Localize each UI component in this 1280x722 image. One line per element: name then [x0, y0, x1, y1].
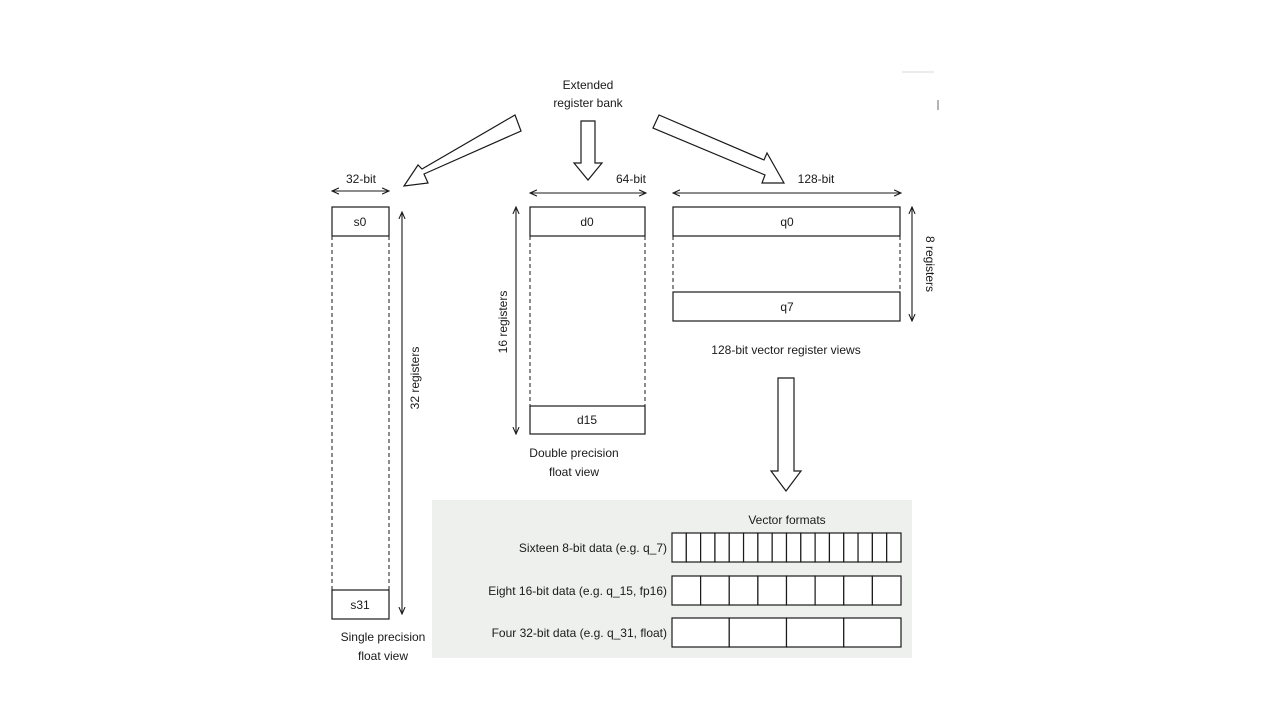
register-s0-label: s0 [354, 215, 367, 229]
format-cell [757, 575, 788, 606]
format-cell [671, 532, 687, 563]
format-cell [700, 575, 730, 606]
register-d15-label: d15 [577, 413, 597, 427]
double-caption-line1: Double precision [529, 446, 618, 460]
vector-caption: 128-bit vector register views [711, 343, 860, 357]
arrow-to-single-view [402, 114, 522, 187]
format-cell [671, 575, 702, 606]
register-s31-box [331, 589, 390, 620]
format-cell [857, 532, 873, 563]
vector-count-label: 8 registers [923, 236, 937, 292]
register-q7-box [672, 291, 901, 322]
format-cell [671, 617, 730, 648]
arrow-to-double-view [572, 120, 604, 181]
register-s0-box [331, 206, 390, 237]
source-title-line1: Extended [563, 78, 614, 92]
register-q7-label: q7 [780, 300, 794, 314]
format-cell [843, 532, 859, 563]
format-cell [886, 532, 902, 563]
format-cell [814, 575, 845, 606]
format-label-8bit: Sixteen 8-bit data (e.g. q_7) [519, 541, 667, 555]
register-s31-label: s31 [350, 598, 370, 612]
single-width-label: 32-bit [346, 172, 377, 186]
format-cell [828, 532, 845, 563]
arrow-to-vector-formats [769, 377, 803, 492]
arrow-to-vector-view [652, 114, 786, 184]
format-cell [757, 532, 773, 563]
single-count-label: 32 registers [408, 347, 422, 410]
format-cell [843, 617, 902, 648]
format-cell [700, 532, 716, 563]
source-title-line2: register bank [553, 96, 623, 110]
format-cell [814, 532, 831, 563]
double-caption-line2: float view [549, 465, 599, 479]
format-row-32bit [671, 617, 902, 648]
format-row-16bit [671, 575, 902, 606]
format-cell [728, 575, 759, 606]
format-cell [800, 532, 816, 563]
format-cell [742, 532, 759, 563]
format-cell [785, 575, 816, 606]
format-cell [843, 575, 873, 606]
vector-width-label: 128-bit [798, 172, 835, 186]
format-cell [785, 532, 802, 563]
format-cell [728, 617, 788, 648]
double-width-label: 64-bit [616, 172, 647, 186]
double-count-label: 16 registers [496, 291, 510, 354]
single-caption-line1: Single precision [341, 630, 426, 644]
register-d0-label: d0 [580, 215, 594, 229]
format-cell [871, 532, 888, 563]
format-cell [785, 617, 845, 648]
single-caption-line2: float view [358, 649, 408, 663]
register-q0-box [672, 206, 901, 237]
format-cell [728, 532, 745, 563]
vector-formats-title: Vector formats [748, 513, 825, 527]
register-d15-box [529, 405, 646, 435]
format-cell [685, 532, 702, 563]
format-label-16bit: Eight 16-bit data (e.g. q_15, fp16) [488, 584, 667, 598]
register-d0-box [529, 206, 646, 237]
register-q0-label: q0 [780, 215, 794, 229]
format-row-8bit [671, 532, 902, 563]
format-cell [771, 532, 788, 563]
format-cell [714, 532, 730, 563]
format-label-32bit: Four 32-bit data (e.g. q_31, float) [492, 626, 667, 640]
format-cell [871, 575, 902, 606]
